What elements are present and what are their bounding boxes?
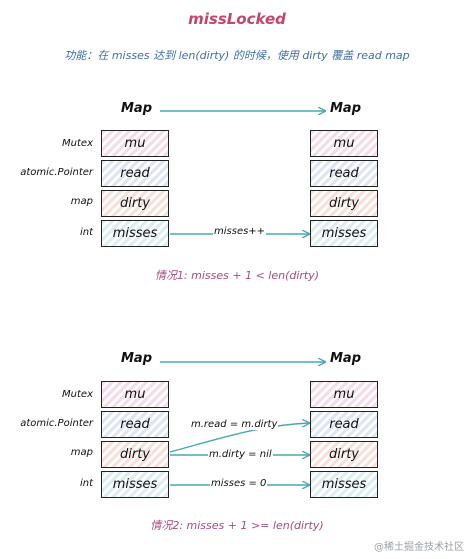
case1-left-cell-dirty: dirty [101,190,169,217]
case2-right-cell-mu: mu [310,381,378,408]
case2-right-cell-dirty: dirty [310,441,378,468]
case1-right-cell-misses: misses [310,220,378,247]
case2-right-cell-read: read [310,411,378,438]
case1-row-label-atomic-pointer: atomic.Pointer [20,167,93,178]
case1-row-label-map: map [70,196,93,207]
case2-misses-reset-label: misses = 0 [210,478,268,489]
case2-caption: 情况2: misses + 1 >= len(dirty) [150,519,324,532]
case2-row-label-map: map [70,447,93,458]
case2-row-label-mutex: Mutex [62,389,93,400]
case2-read-assign-label: m.read = m.dirty [190,419,279,430]
case1-caption: 情况1: misses + 1 < len(dirty) [154,269,320,282]
case1-row-label-int: int [79,227,93,238]
case1-row-label-mutex: Mutex [62,138,93,149]
case2-right-cell-misses: misses [310,471,378,498]
case2-dirty-to-read-arrow [169,423,309,453]
case1-left-map-label: Map [121,101,153,116]
case2-dirty-nil-label: m.dirty = nil [208,449,273,460]
case2-left-cell-misses: misses [101,471,169,498]
case1-misses-arrow-label: misses++ [213,226,267,237]
case1-left-cell-mu: mu [101,130,169,157]
case2-left-map-label: Map [121,351,153,366]
case2-right-map-label: Map [330,351,362,366]
case1-left-cell-read: read [101,160,169,187]
case1-right-cell-mu: mu [310,130,378,157]
diagram-description: 功能：在 misses 达到 len(dirty) 的时候，使用 dirty 覆… [64,49,410,62]
case2-row-label-int: int [79,478,93,489]
case1-right-cell-dirty: dirty [310,190,378,217]
case1-right-cell-read: read [310,160,378,187]
case2-left-cell-read: read [101,411,169,438]
case2-left-cell-mu: mu [101,381,169,408]
case2-row-label-atomic-pointer: atomic.Pointer [20,418,93,429]
case1-left-cell-misses: misses [101,220,169,247]
case1-right-map-label: Map [330,101,362,116]
case2-left-cell-dirty: dirty [101,441,169,468]
diagram-title: missLocked [188,10,286,28]
watermark: @稀土掘金技术社区 [374,542,464,553]
